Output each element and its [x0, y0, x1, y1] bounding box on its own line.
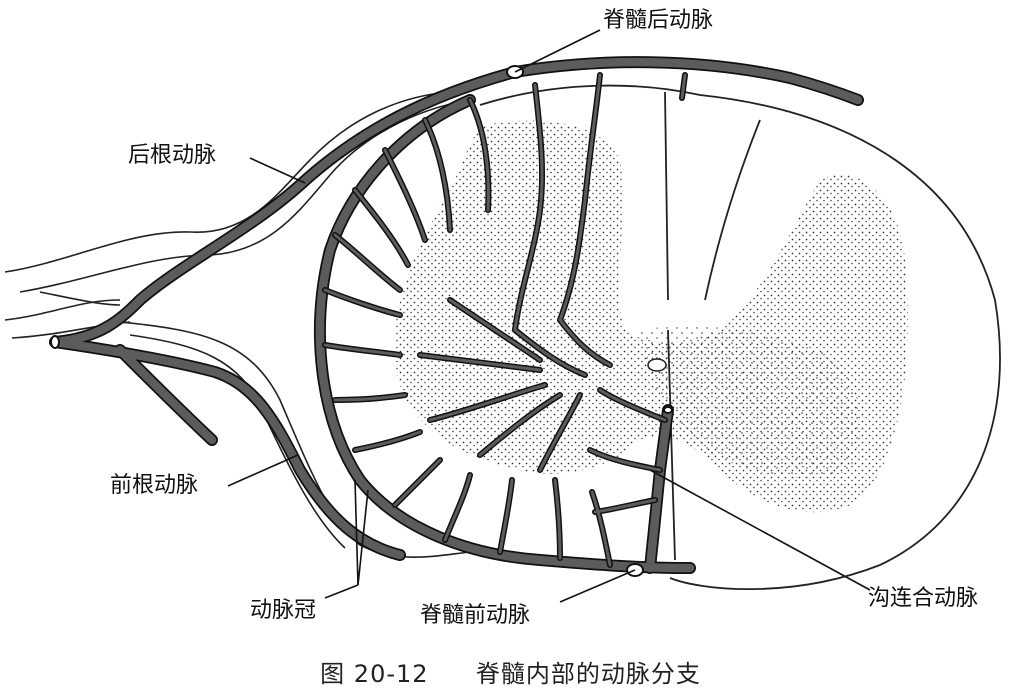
figure-caption: 图 20-12 脊髓内部的动脉分支 — [0, 654, 1021, 689]
grey-matter — [394, 120, 908, 513]
label-sulcal-artery: 沟连合动脉 — [868, 586, 979, 611]
arteries — [49, 56, 864, 577]
label-posterior-spinal-artery: 脊髓后动脉 — [603, 8, 714, 33]
label-anterior-radicular-artery: 前根动脉 — [110, 473, 199, 498]
figure-title: 脊髓内部的动脉分支 — [475, 660, 701, 688]
figure-number: 图 20-12 — [320, 660, 429, 688]
label-posterior-radicular-artery: 后根动脉 — [128, 143, 217, 168]
leader-lines — [227, 29, 871, 603]
label-arterial-vasocorona: 动脉冠 — [250, 598, 317, 623]
label-anterior-spinal-artery: 脊髓前动脉 — [420, 603, 531, 628]
